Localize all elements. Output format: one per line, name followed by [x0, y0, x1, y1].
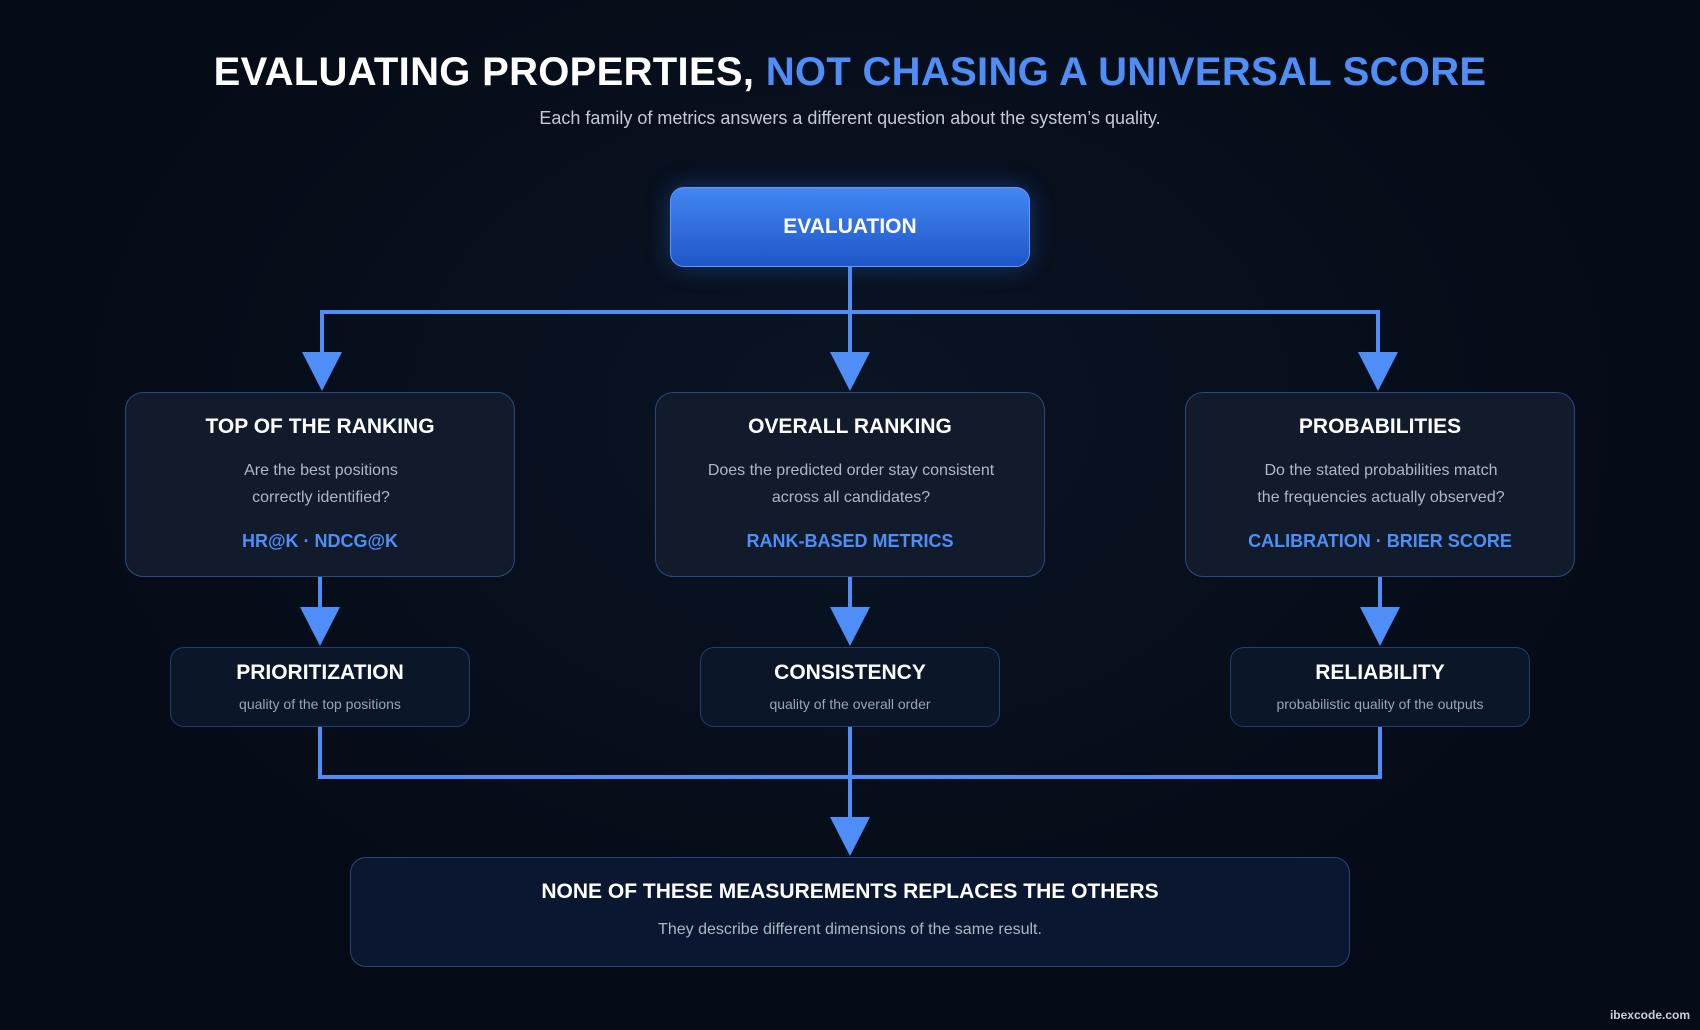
family-top-of-ranking: TOP OF THE RANKING Are the best position…	[125, 392, 515, 577]
property-subtitle: quality of the overall order	[769, 696, 931, 712]
family-question-line: across all candidates?	[771, 489, 931, 506]
family-question-line: Does the predicted order stay consistent	[707, 462, 995, 479]
property-consistency: CONSISTENCY quality of the overall order	[700, 647, 1000, 727]
property-subtitle: probabilistic quality of the outputs	[1276, 696, 1484, 712]
family-metrics: HR@K · NDCG@K	[241, 531, 399, 551]
family-question: Does the predicted order stay consistent…	[676, 457, 1026, 511]
family-title: OVERALL RANKING	[748, 415, 952, 438]
page-title: EVALUATING PROPERTIES, NOT CHASING A UNI…	[0, 50, 1700, 95]
property-title: RELIABILITY	[1315, 661, 1445, 684]
page-subtitle: Each family of metrics answers a differe…	[539, 108, 1161, 128]
arrowhead-prop-1	[300, 607, 340, 646]
property-title: CONSISTENCY	[774, 661, 926, 684]
arrowhead-family-1	[302, 352, 342, 391]
arrowhead-prop-2	[830, 607, 870, 646]
family-title: TOP OF THE RANKING	[205, 415, 435, 438]
family-question-line: Do the stated probabilities match	[1264, 462, 1498, 479]
title-main: EVALUATING PROPERTIES,	[213, 50, 766, 94]
arrowhead-prop-3	[1360, 607, 1400, 646]
property-title: PRIORITIZATION	[236, 661, 404, 684]
family-question-line: correctly identified?	[252, 489, 390, 506]
watermark: ibexcode.com	[1609, 1008, 1690, 1022]
conclusion-title: NONE OF THESE MEASUREMENTS REPLACES THE …	[541, 880, 1159, 903]
property-reliability: RELIABILITY probabilistic quality of the…	[1230, 647, 1530, 727]
family-question: Are the best positions correctly identif…	[146, 457, 496, 511]
family-overall-ranking: OVERALL RANKING Does the predicted order…	[655, 392, 1045, 577]
family-metrics: RANK-BASED METRICS	[746, 531, 954, 551]
arrowhead-conclusion	[830, 817, 870, 856]
arrowhead-family-2	[830, 352, 870, 391]
family-title: PROBABILITIES	[1298, 415, 1462, 438]
evaluation-label: EVALUATION	[783, 215, 917, 238]
evaluation-node: EVALUATION	[670, 187, 1030, 267]
family-question-line: the frequencies actually observed?	[1257, 489, 1505, 506]
property-prioritization: PRIORITIZATION quality of the top positi…	[170, 647, 470, 727]
family-metrics: CALIBRATION · BRIER SCORE	[1248, 531, 1512, 551]
conclusion-subtitle: They describe different dimensions of th…	[658, 921, 1042, 938]
family-question: Do the stated probabilities match the fr…	[1206, 457, 1556, 511]
title-accent: NOT CHASING A UNIVERSAL SCORE	[765, 50, 1487, 94]
family-question-line: Are the best positions	[244, 462, 398, 479]
conclusion-box: NONE OF THESE MEASUREMENTS REPLACES THE …	[350, 857, 1350, 967]
family-probabilities: PROBABILITIES Do the stated probabilitie…	[1185, 392, 1575, 577]
property-subtitle: quality of the top positions	[239, 696, 401, 712]
arrowhead-family-3	[1358, 352, 1398, 391]
